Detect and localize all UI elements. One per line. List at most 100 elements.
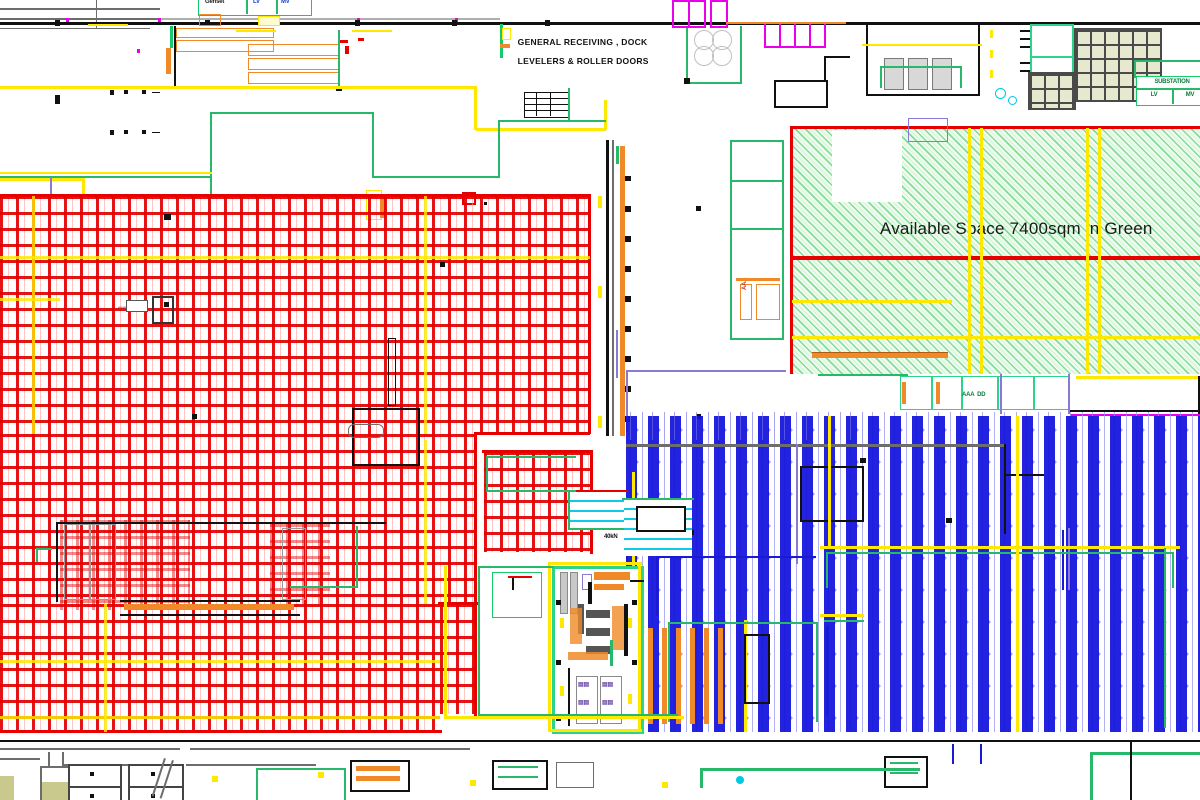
column-marker [696,206,701,211]
bay-marker [151,772,155,776]
equipment-unit [962,376,998,410]
equipment-unit [1034,376,1070,410]
dock-module [710,0,728,28]
column-marker [946,518,952,523]
wall-line [478,714,678,716]
detail-line [1020,46,1030,48]
stair-tread [524,98,568,99]
core-wall [612,140,614,436]
wall-line [56,522,58,602]
red-racking-zone[interactable] [0,604,440,732]
wall-line [800,466,802,522]
void-area [832,130,902,202]
dimension-line [236,30,276,32]
turntable-symbol [694,46,714,66]
column-marker [164,302,169,307]
equipment-unit [932,376,962,410]
dimension-line [820,614,864,617]
rack-line [952,744,954,764]
substation-table[interactable] [1136,76,1200,106]
red-racking-zone[interactable] [0,434,476,604]
red-zone-border [474,432,590,435]
stair-tread [550,92,551,116]
wall-marker [158,18,161,22]
cyan-zone[interactable] [570,492,626,528]
building-top-wall-offset [0,18,500,20]
wall-line [498,120,500,178]
detail-line [345,46,349,54]
conveyor-line [594,584,624,590]
detail-line [1020,70,1030,72]
column-marker [55,98,60,104]
column-marker [164,214,171,220]
detail-box [388,338,396,406]
wall-line [486,490,576,492]
column-marker [625,356,631,362]
plant-rack [576,676,598,724]
wall-line [36,548,38,562]
exterior-line [62,752,64,766]
conveyor-line [166,48,171,74]
grid-line [0,716,440,719]
wall-line [740,26,742,84]
genset-table[interactable] [198,0,312,16]
cyan-zone-border [568,490,628,492]
wall-line [800,520,864,522]
detail-box [636,506,686,532]
exterior-line [0,748,180,750]
wall-line [730,228,784,230]
marker [470,780,476,786]
wall-line [744,634,746,704]
column-marker [55,95,60,100]
grid-line [968,128,971,374]
wall-line [372,176,500,178]
detail-line [340,40,348,43]
dimension-line [0,172,212,174]
red-racking-zone[interactable] [0,196,590,434]
column-marker [632,600,637,605]
rack-annotation: ⌐⌐ [118,302,129,312]
wall-line [1164,548,1166,728]
plant-unit [586,610,610,618]
column-marker [205,20,210,26]
wall-line [290,586,358,588]
reference-line [1068,374,1070,414]
service-box [556,762,594,788]
dimension-line [476,128,606,131]
blue-racking-zone[interactable] [626,416,1200,732]
wall-line [800,466,864,468]
plant-label: ▤▤ [602,700,613,706]
dimension-line [598,416,602,428]
red-zone-border [0,730,442,733]
plant-unit [588,582,592,604]
conveyor-line [568,652,608,660]
marker [212,776,218,782]
wall-line [372,112,374,178]
genset-unit [199,14,221,26]
wall-line [862,466,864,522]
wall-line [686,82,742,84]
wall-line [120,600,300,602]
equipment-unit [900,376,932,410]
dimension-line [444,716,684,719]
room-box [492,572,542,618]
detail-symbol [995,88,1006,99]
grid-line [32,196,35,434]
wall-line [730,140,732,340]
conveyor-line [124,604,294,610]
wall-line [824,56,826,82]
landscape-line [256,768,258,800]
column-marker [625,266,631,272]
exterior-line [0,28,150,29]
substation-divider [1136,88,1200,90]
wall-line [826,552,1174,554]
dimension-line [598,286,602,298]
conveyor-line [736,278,780,281]
wall-line [1004,444,1006,534]
marker [662,782,668,788]
conveyor-line [570,608,582,644]
dock-module [688,0,706,28]
grid-line [104,604,107,732]
bay-marker [90,794,94,798]
